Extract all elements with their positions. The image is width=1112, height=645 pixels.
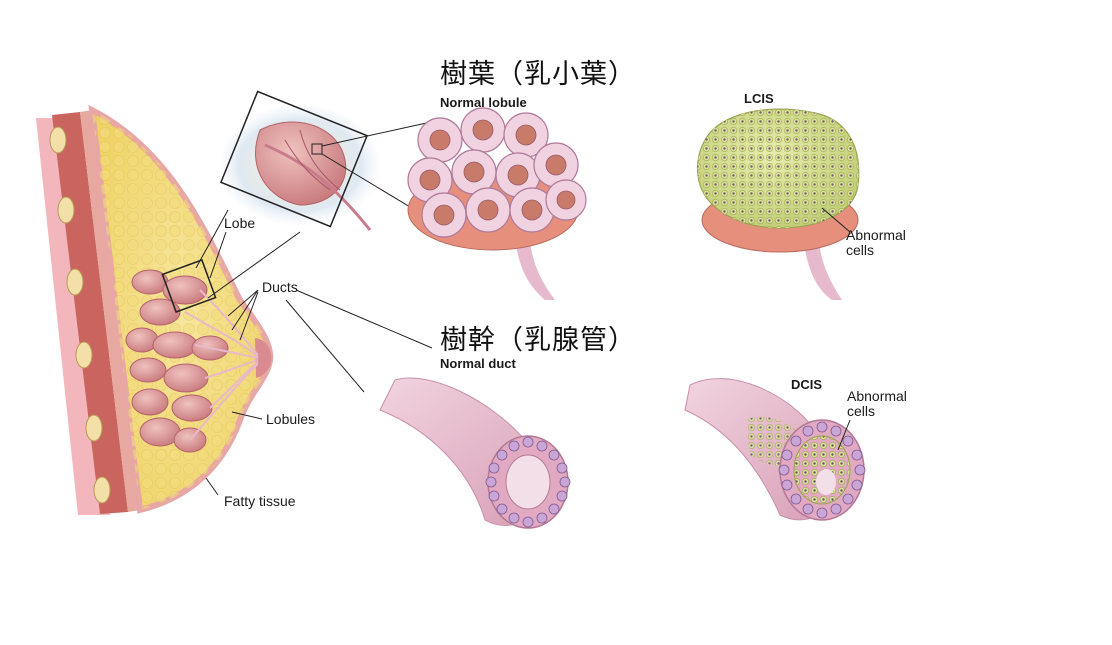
dcis-illustration [684, 378, 866, 521]
lobe-selection-box [161, 259, 217, 313]
label-lobules: Lobules [266, 411, 316, 427]
label-normal-lobule: Normal lobule [440, 95, 527, 110]
label-lcis-abnormal-cells: Abnormal cells [846, 227, 906, 258]
lobe-zoom-line-1 [195, 209, 229, 269]
nipple [255, 338, 272, 378]
heading-lobule-cn: 樹葉（乳小葉） [440, 59, 636, 90]
lobe-magnified [219, 90, 441, 231]
label-lcis: LCIS [744, 91, 774, 106]
dcis-pointer-line [837, 419, 851, 451]
lcis-illustration [696, 108, 860, 300]
lobe-zoom-line-2 [207, 231, 301, 299]
breast-lobules [125, 269, 229, 453]
breast-ducts [184, 289, 259, 441]
breast-cross-section [36, 104, 301, 515]
label-dcis: DCIS [791, 377, 823, 392]
normal-duct-illustration [379, 377, 571, 529]
label-ducts: Ducts [262, 279, 298, 295]
label-normal-duct: Normal duct [440, 356, 516, 371]
heading-duct-cn: 樹幹（乳腺管） [440, 325, 636, 356]
label-pointers [205, 231, 433, 496]
ribs [49, 126, 111, 504]
label-lobe: Lobe [224, 215, 256, 231]
label-dcis-abnormal-cells: Abnormal cells [847, 388, 907, 419]
normal-lobule-illustration [407, 107, 587, 300]
lcis-pointer-line [821, 207, 851, 233]
label-fatty-tissue: Fatty tissue [224, 493, 296, 509]
